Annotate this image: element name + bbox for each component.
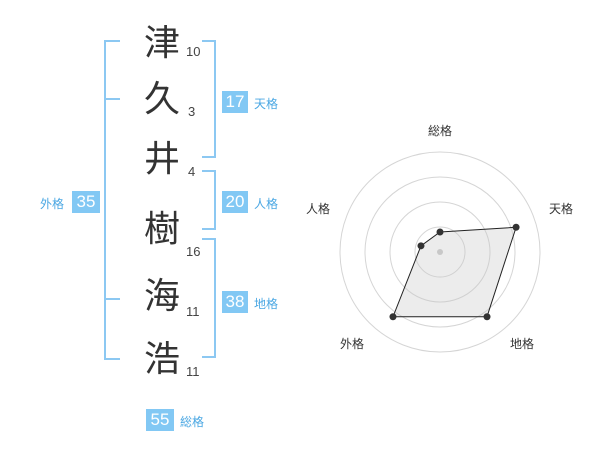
jinkaku-value: 20 bbox=[222, 191, 248, 213]
jinkaku-label: 人格 bbox=[254, 197, 279, 211]
radar-grid-ring bbox=[339, 151, 541, 353]
chikaku-value: 38 bbox=[222, 291, 248, 313]
chikaku-label: 地格 bbox=[254, 297, 279, 311]
radar-point bbox=[483, 313, 491, 321]
name-char-6: 浩 bbox=[143, 339, 180, 380]
stroke-count-3: 4 bbox=[188, 164, 196, 179]
name-char-5: 海 bbox=[143, 276, 180, 317]
radar-point bbox=[512, 223, 520, 231]
name-char-4: 樹 bbox=[143, 209, 180, 250]
radar-center bbox=[437, 249, 443, 255]
stroke-count-4: 16 bbox=[186, 244, 201, 259]
name-char-2: 久 bbox=[143, 79, 180, 120]
radar-grid-ring bbox=[364, 176, 516, 328]
soukaku-value: 55 bbox=[146, 409, 174, 431]
radar-label-chikaku: 地格 bbox=[510, 337, 535, 351]
name-char-1: 津 bbox=[143, 23, 180, 64]
radar-point bbox=[417, 242, 425, 250]
name-char-3: 井 bbox=[143, 139, 180, 180]
radar-point bbox=[436, 228, 444, 236]
soukaku-label: 総格 bbox=[180, 415, 205, 429]
radar-grid-ring bbox=[389, 201, 491, 303]
stroke-count-5: 11 bbox=[186, 304, 200, 319]
radar-label-soukaku: 総格 bbox=[428, 124, 453, 138]
gaikaku-value: 35 bbox=[72, 191, 100, 213]
radar-label-gaikaku: 外格 bbox=[340, 337, 365, 351]
tenkaku-label: 天格 bbox=[254, 97, 279, 111]
stroke-count-1: 10 bbox=[186, 44, 201, 59]
gaikaku-label: 外格 bbox=[40, 197, 65, 211]
radar-grid-ring bbox=[414, 226, 466, 278]
radar-series-polygon bbox=[392, 226, 517, 318]
stroke-count-2: 3 bbox=[188, 104, 196, 119]
stroke-count-6: 11 bbox=[186, 364, 200, 379]
tenkaku-value: 17 bbox=[222, 91, 248, 113]
radar-label-jinkaku: 人格 bbox=[306, 202, 331, 216]
radar-label-tenkaku: 天格 bbox=[549, 202, 574, 216]
radar-point bbox=[389, 313, 397, 321]
